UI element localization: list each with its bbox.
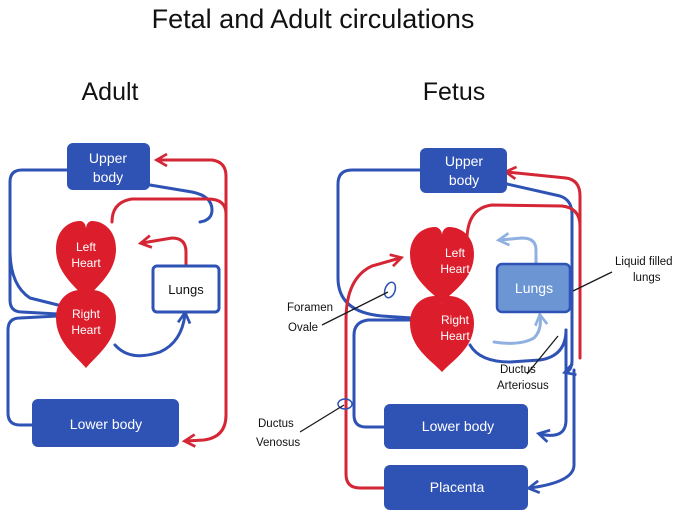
adult-right-heart: [56, 290, 116, 368]
fetus-placenta-label: Placenta: [430, 479, 485, 495]
fetus-light-pulmonary-vein: [495, 232, 538, 265]
fetus-placenta-box: [384, 465, 528, 510]
ductus-arteriosus-leader: [526, 335, 559, 375]
adult-vein-upper: [8, 168, 70, 316]
fetus-left-heart-label-2: Heart: [440, 262, 470, 276]
fetus-vein-upper: [336, 168, 422, 320]
fetus-heading: Fetus: [423, 78, 486, 106]
fetus-upper-body-label-2: body: [449, 172, 479, 188]
foramen-ovale-leader: [321, 291, 389, 326]
fetus-to-placenta: [525, 368, 576, 494]
adult-diagram: Adult Upper body Lungs Lower body: [6, 78, 228, 448]
adult-heading: Adult: [82, 78, 139, 106]
ductus-arteriosus-label-1: Ductus: [500, 364, 536, 376]
fetus-right-heart-label-2: Heart: [440, 329, 470, 343]
adult-right-heart-label-2: Heart: [71, 323, 101, 337]
fetus-upper-to-lower: [505, 182, 577, 377]
adult-aorta-arch: [110, 197, 228, 448]
adult-aorta-upper: [153, 152, 228, 216]
foramen-ovale-label-1: Foramen: [287, 302, 333, 314]
fetus-umbilical-vein: [344, 253, 405, 490]
fetus-pulmonary-trunk: [468, 328, 568, 364]
fetus-aorta-upper: [502, 165, 582, 228]
adult-left-heart-label-1: Left: [76, 240, 97, 254]
adult-upper-body-label-2: body: [93, 169, 123, 185]
adult-right-heart-label-1: Right: [72, 307, 101, 321]
ductus-venosus-label-2: Venosus: [256, 437, 300, 449]
adult-pulmonary-vein: [137, 234, 188, 267]
fetus-lower-body-label: Lower body: [422, 418, 494, 434]
adult-upper-body-label-1: Upper: [89, 150, 127, 166]
adult-left-heart: [56, 221, 116, 299]
liquid-lungs-leader: [572, 271, 613, 292]
adult-pulmonary-artery: [113, 309, 192, 358]
adult-left-heart-label-2: Heart: [71, 256, 101, 270]
fetus-vein-lower: [352, 318, 414, 429]
fetus-lower-body-box: [384, 404, 528, 449]
ductus-venosus-marker: [337, 398, 353, 410]
foramen-ovale-marker: [383, 281, 397, 299]
liquid-lungs-label-2: lungs: [633, 272, 661, 284]
adult-lower-body-box: [32, 399, 179, 447]
adult-lungs-label: Lungs: [168, 282, 204, 297]
fetus-descending-blue: [535, 328, 568, 443]
adult-lungs-box: [151, 264, 221, 314]
adult-upper-to-lower: [148, 183, 214, 224]
ductus-arteriosus-label-2: Arteriosus: [497, 380, 549, 392]
fetus-light-pulmonary: [492, 311, 549, 345]
liquid-lungs-label-1: Liquid filled: [615, 256, 673, 268]
fetus-diagram: Fetus Upper body Lungs L: [256, 78, 673, 510]
page-title: Fetal and Adult circulations: [152, 4, 475, 34]
adult-lower-body-label: Lower body: [70, 416, 142, 432]
fetus-left-heart: [410, 227, 474, 303]
fetus-upper-body-label-1: Upper: [445, 153, 483, 169]
fetus-lungs-label: Lungs: [515, 280, 553, 296]
ductus-venosus-label-1: Ductus: [258, 418, 294, 430]
ductus-venosus-leader: [299, 404, 345, 433]
adult-upper-body-box: [67, 143, 150, 190]
fetus-lungs-box: [495, 262, 572, 314]
fetus-right-heart-label-1: Right: [441, 313, 470, 327]
fetus-upper-body-box: [420, 148, 507, 193]
foramen-ovale-label-2: Ovale: [288, 322, 318, 334]
adult-vein-to-heart: [8, 248, 64, 308]
adult-vein-lower: [6, 314, 60, 427]
fetus-left-heart-label-1: Left: [445, 246, 466, 260]
fetus-right-heart: [410, 296, 474, 372]
